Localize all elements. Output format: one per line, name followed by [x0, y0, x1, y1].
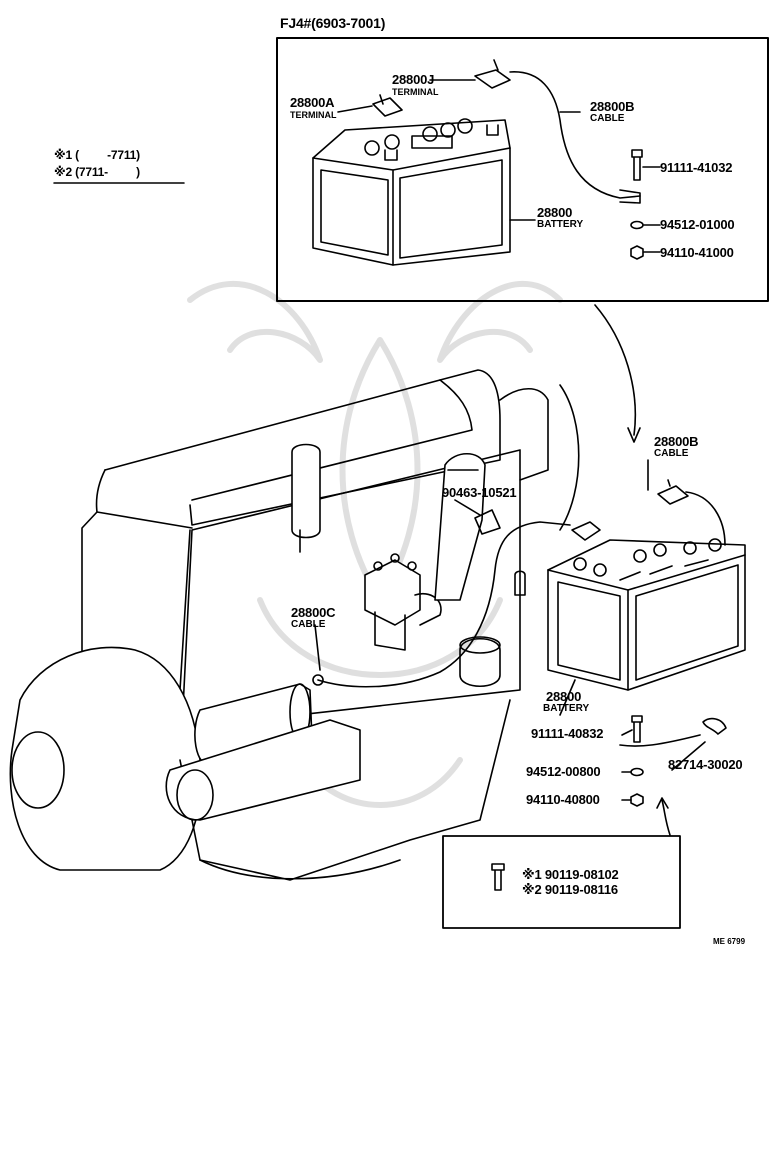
alt-bolt-box: [442, 835, 681, 929]
part-number-28800j: 28800J: [392, 72, 435, 87]
main-washer: [630, 767, 644, 777]
part-number-28800b-inset: 28800B: [590, 99, 635, 114]
part-number-28800-main: 28800: [546, 689, 582, 704]
model-range-label: FJ4#(6903-7001): [280, 15, 386, 31]
part-number-28800b-main: 28800B: [654, 434, 699, 449]
part-name-battery-inset: BATTERY: [537, 219, 584, 230]
part-number-28800c: 28800C: [291, 605, 336, 620]
part-number-94110-41000: 94110-41000: [660, 245, 734, 260]
inset-washer: [630, 220, 644, 230]
main-nut: [630, 793, 644, 807]
inset-terminal-a: [372, 94, 403, 117]
legend-note-1: ※1 ( -7711): [54, 148, 140, 162]
part-number-28800a: 28800A: [290, 95, 335, 110]
part-number-91111-40832: 91111-40832: [531, 726, 604, 741]
part-number-94110-40800: 94110-40800: [526, 792, 600, 807]
part-name-cable-main: CABLE: [654, 448, 689, 459]
part-name-cable-c: CABLE: [291, 619, 326, 630]
part-number-91111-41032: 91111-41032: [660, 160, 733, 175]
sub-arrow: [661, 799, 671, 836]
main-bolt: [631, 715, 643, 743]
main-battery-drawing: [547, 538, 746, 691]
inset-cable-end: [619, 189, 641, 204]
inset-cable-b: [509, 71, 641, 199]
part-number-94512-01000: 94512-01000: [660, 217, 735, 232]
inset-terminal-j: [474, 59, 511, 89]
main-washer-cable: [619, 734, 701, 747]
part-number-90119-08102: ※1 90119-08102: [522, 867, 619, 882]
drawing-code: ME 6799: [713, 937, 746, 946]
part-name-terminal-a: TERMINAL: [290, 110, 337, 120]
main-terminal: [657, 485, 689, 505]
part-number-94512-00800: 94512-00800: [526, 764, 601, 779]
part-name-terminal-j: TERMINAL: [392, 87, 439, 97]
inset-box-fj4: [276, 37, 769, 302]
part-name-cable-inset: CABLE: [590, 113, 625, 124]
inset-bolt: [631, 149, 643, 181]
part-number-90119-08116: ※2 90119-08116: [522, 882, 618, 897]
main-cable-b: [685, 491, 726, 546]
legend-note-2: ※2 (7711- ): [54, 165, 140, 179]
part-number-90463-10521: 90463-10521: [442, 485, 517, 500]
inset-nut: [630, 245, 644, 260]
engine-drawing: [9, 369, 580, 881]
part-number-82714-30020: 82714-30020: [668, 757, 743, 772]
part-number-28800-inset: 28800: [537, 205, 573, 220]
main-terminal-front: [571, 521, 601, 541]
inset-arrow: [594, 304, 637, 436]
main-clip: [702, 717, 727, 735]
inset-battery-drawing: [312, 118, 511, 266]
engine-cable-c: [317, 521, 571, 688]
part-name-battery-main: BATTERY: [543, 703, 590, 714]
alt-bolt-icon: [491, 863, 505, 891]
